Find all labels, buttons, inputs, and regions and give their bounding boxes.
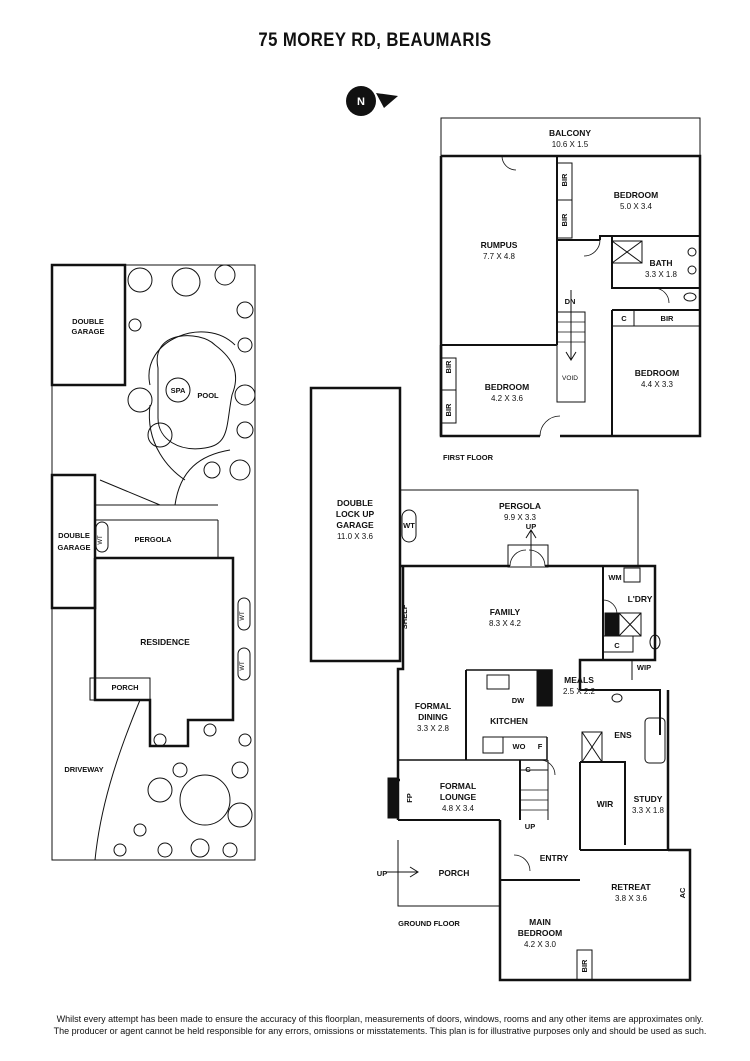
site-double-garage-top [50, 263, 127, 387]
family-dim: 8.3 X 4.2 [489, 619, 522, 628]
bedroom-left-label: BEDROOM [485, 382, 529, 392]
garage-dim: 11.0 X 3.6 [337, 532, 373, 541]
formal-lounge-label-1: FORMAL [440, 781, 476, 791]
dn-label: DN [565, 297, 576, 306]
formal-dining-label-2: DINING [418, 712, 448, 722]
site-porch [89, 677, 151, 701]
disclaimer-line-1: Whilst every attempt has been made to en… [56, 1014, 704, 1024]
retreat-dim: 3.8 X 3.6 [615, 894, 648, 903]
laundry-label: L'DRY [628, 594, 653, 604]
kitchen-label: KITCHEN [490, 716, 528, 726]
wm-label: WM [608, 573, 621, 582]
pergola-outline [400, 489, 639, 566]
f-label: F [538, 742, 543, 751]
site-driveway-label: DRIVEWAY [64, 765, 103, 774]
site-residence-label: RESIDENCE [140, 637, 190, 647]
bedroom-right-label: BEDROOM [635, 368, 679, 378]
ground-floor-plan [309, 386, 692, 982]
site-double-garage-left [50, 473, 97, 610]
wir-label: WIR [597, 799, 614, 809]
wt-label: WT [403, 521, 415, 530]
site-pool [156, 335, 237, 450]
main-bedroom-label-2: BEDROOM [518, 928, 562, 938]
bedroom-right-dim: 4.4 X 3.3 [641, 380, 674, 389]
c-label: C [621, 314, 627, 323]
entry-label: ENTRY [540, 853, 569, 863]
bir-label-5: BIR [661, 314, 675, 323]
pergola-label: PERGOLA [499, 501, 541, 511]
wip-label: WIP [637, 663, 651, 672]
stair-up-label: UP [525, 822, 535, 831]
site-wt-label-3: WT [240, 661, 246, 671]
site-wt-label-2: WT [240, 611, 246, 621]
ens-label: ENS [614, 730, 632, 740]
site-double-garage-top-label-1: DOUBLE [72, 317, 104, 326]
compass-icon: N [346, 86, 398, 116]
bir-label-2: BIR [560, 213, 569, 227]
formal-dining-label-1: FORMAL [415, 701, 451, 711]
meals-dim: 2.5 X 2.2 [563, 687, 596, 696]
rumpus-dim: 7.7 X 4.8 [483, 252, 516, 261]
family-label: FAMILY [490, 607, 521, 617]
page-title: 75 MOREY RD, BEAUMARIS [258, 30, 492, 51]
bedroom-top-label: BEDROOM [614, 190, 658, 200]
site-double-garage-top-label-2: GARAGE [72, 327, 105, 336]
void-label: VOID [562, 375, 578, 382]
site-spa [165, 377, 191, 403]
main-bedroom-dim: 4.2 X 3.0 [524, 940, 557, 949]
porch-up-label: UP [377, 869, 387, 878]
c-label: C [614, 641, 620, 650]
main-bir-label: BIR [580, 959, 589, 973]
bir-label-3: BIR [444, 360, 453, 374]
main-bedroom-label-1: MAIN [529, 917, 551, 927]
bedroom-top-dim: 5.0 X 3.4 [620, 202, 653, 211]
wo-label: WO [513, 742, 526, 751]
bir-label-4: BIR [444, 403, 453, 417]
study-dim: 3.3 X 1.8 [632, 806, 665, 815]
ground-floor-labels: DOUBLE LOCK UP GARAGE 11.0 X 3.6 WT PERG… [336, 498, 687, 972]
site-residence [93, 556, 235, 748]
ground-floor-label: GROUND FLOOR [398, 919, 460, 928]
site-plan [50, 263, 256, 861]
site-pool-label: POOL [197, 391, 219, 400]
balcony-label: BALCONY [549, 128, 591, 138]
stair-c-label: C [525, 765, 531, 774]
formal-lounge-dim: 4.8 X 3.4 [442, 804, 475, 813]
meals-label: MEALS [564, 675, 594, 685]
bath-label: BATH [650, 258, 673, 268]
first-floor-label: FIRST FLOOR [443, 453, 494, 462]
ac-label: AC [678, 887, 687, 898]
bedroom-left-dim: 4.2 X 3.6 [491, 394, 524, 403]
site-wt-label-1: WT [98, 535, 104, 545]
study-label: STUDY [634, 794, 663, 804]
site-double-garage-left-label-1: DOUBLE [58, 531, 90, 540]
bir-label-1: BIR [560, 173, 569, 187]
rumpus-label: RUMPUS [481, 240, 518, 250]
pergola-dim: 9.9 X 3.3 [504, 513, 537, 522]
pergola-up-label: UP [526, 522, 536, 531]
site-pergola-label: PERGOLA [134, 535, 172, 544]
garage-label-2: LOCK UP [336, 509, 375, 519]
shelf-label: SHELF [400, 604, 409, 629]
first-floor-plan [439, 117, 702, 438]
garage-label-3: GARAGE [336, 520, 374, 530]
disclaimer: Whilst every attempt has been made to en… [30, 1013, 730, 1037]
porch-label: PORCH [439, 868, 470, 878]
dw-label: DW [512, 696, 525, 705]
formal-dining-dim: 3.3 X 2.8 [417, 724, 450, 733]
fp-label: FP [405, 793, 414, 803]
site-porch-label: PORCH [111, 683, 138, 692]
garage-label-1: DOUBLE [337, 498, 373, 508]
site-spa-label: SPA [171, 386, 186, 395]
site-labels: DOUBLE GARAGE DOUBLE GARAGE SPA POOL PER… [58, 317, 246, 774]
first-floor-labels: BALCONY 10.6 X 1.5 RUMPUS 7.7 X 4.8 BEDR… [443, 128, 679, 462]
site-double-garage-left-label-2: GARAGE [58, 543, 91, 552]
balcony-dim: 10.6 X 1.5 [552, 140, 589, 149]
bath-dim: 3.3 X 1.8 [645, 270, 678, 279]
formal-lounge-label-2: LOUNGE [440, 792, 477, 802]
compass-label: N [357, 96, 365, 108]
retreat-label: RETREAT [611, 882, 651, 892]
disclaimer-line-2: The producer or agent cannot be held res… [53, 1026, 707, 1036]
